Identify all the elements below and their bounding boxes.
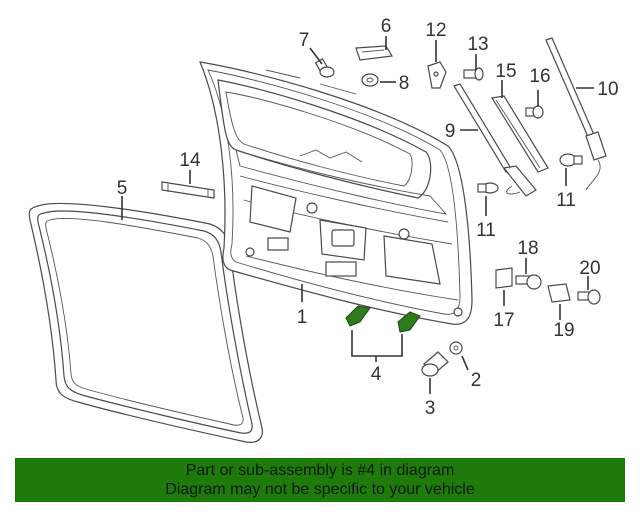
callout-1: 1 — [297, 307, 308, 328]
callout-4: 4 — [371, 364, 382, 385]
callout-8: 8 — [399, 73, 410, 94]
washer-2-part — [449, 341, 463, 355]
banner-line-part-number: Part or sub-assembly is #4 in diagram — [185, 462, 455, 479]
callout-5: 5 — [117, 178, 128, 199]
callout-2: 2 — [471, 370, 482, 391]
upper-bracket-part — [355, 45, 393, 61]
gas-strut-9-part — [453, 83, 537, 197]
bolt-20-part — [577, 289, 601, 305]
ball-stud-11b-part — [559, 153, 583, 167]
callout-16: 16 — [529, 66, 550, 87]
callout-7: 7 — [299, 30, 310, 51]
banner-line-disclaimer: Diagram may not be specific to your vehi… — [165, 481, 475, 498]
callout-13: 13 — [467, 34, 488, 55]
callout-19: 19 — [553, 320, 574, 341]
bumper-strip-part — [161, 181, 215, 199]
bolt-13-part — [463, 67, 484, 81]
leader-lines — [121, 36, 594, 394]
highlighted-part-4 — [345, 305, 421, 333]
bracket-19-part — [547, 283, 571, 303]
callout-labels: 1 2 3 4 5 6 7 8 9 10 11 11 12 13 14 15 1… — [117, 16, 619, 419]
trim-strip-15-part — [491, 95, 549, 173]
bumper-3-part — [421, 351, 449, 377]
liftgate-exploded-diagram: 1 2 3 4 5 6 7 8 9 10 11 11 12 13 14 15 1… — [28, 16, 619, 443]
part-info-banner: Part or sub-assembly is #4 in diagram Di… — [15, 458, 625, 502]
callout-18: 18 — [517, 238, 538, 259]
plate-17-part — [495, 267, 513, 289]
callout-12: 12 — [425, 20, 446, 41]
liftgate-panel-part — [199, 61, 473, 325]
gas-strut-10-part — [545, 37, 607, 191]
callout-6: 6 — [381, 16, 392, 37]
callout-11-right: 11 — [556, 190, 576, 211]
weatherstrip-seal-part — [28, 202, 263, 443]
callout-17: 17 — [493, 310, 514, 331]
callout-3: 3 — [425, 398, 436, 419]
nut-8-part — [361, 73, 379, 87]
bolt-7-part — [314, 57, 335, 78]
bolt-16-part — [525, 105, 544, 119]
bolt-18-part — [515, 274, 542, 290]
callout-20: 20 — [579, 258, 600, 279]
callout-15: 15 — [495, 61, 516, 82]
callout-9: 9 — [445, 121, 456, 142]
ball-stud-11a-part — [477, 182, 499, 194]
hinge-12-part — [427, 61, 447, 89]
callout-11-left: 11 — [476, 220, 496, 241]
callout-10: 10 — [597, 79, 618, 100]
callout-14: 14 — [179, 150, 201, 171]
